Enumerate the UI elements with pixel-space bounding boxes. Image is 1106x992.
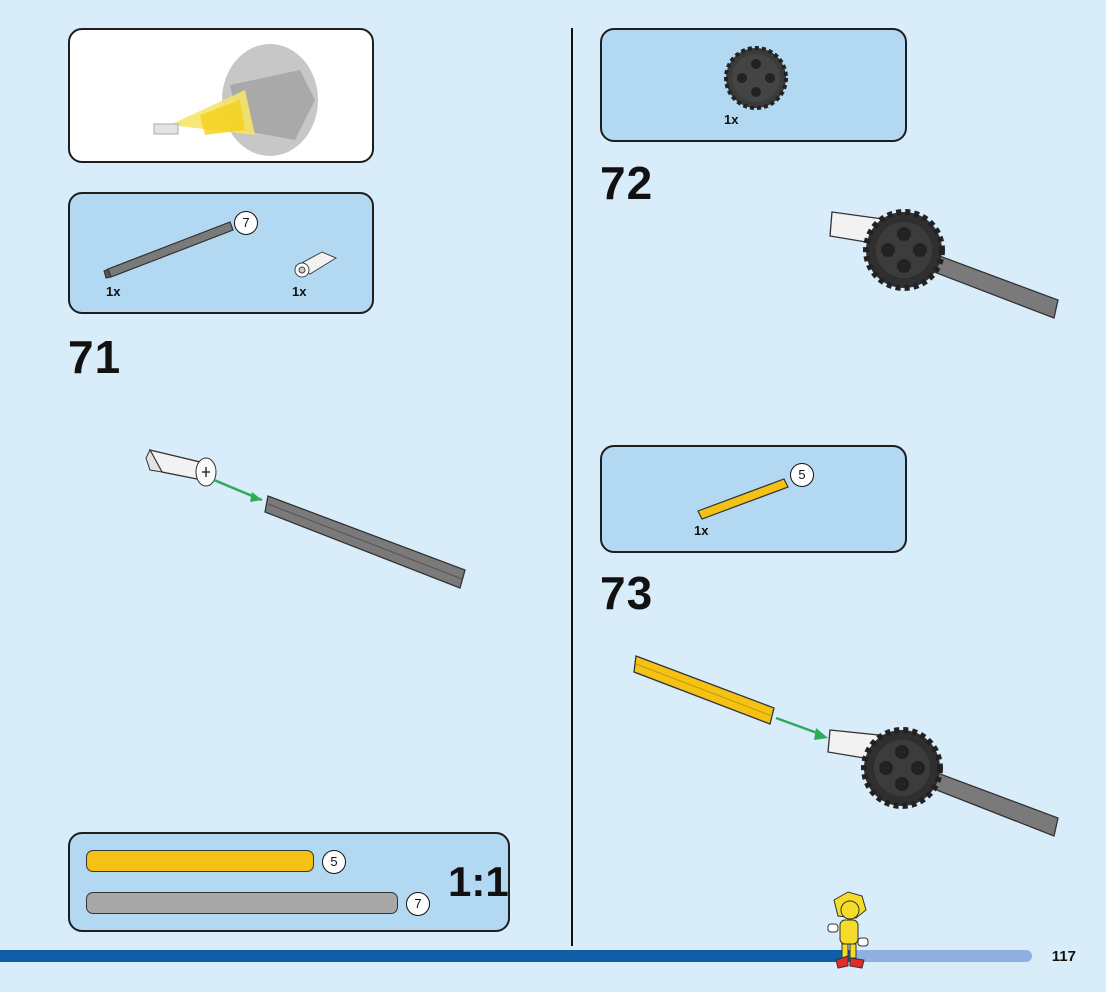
gray-ruler-length-label: 7 (406, 892, 430, 916)
gray-axle-7-part (103, 221, 234, 279)
step72-number: 72 (600, 157, 654, 209)
yellow-axle-ruler (86, 850, 314, 872)
step73-number: 73 (600, 567, 654, 619)
step73-assembly-illustration (633, 655, 1059, 837)
page-footer-bar (0, 950, 850, 962)
step71-axle-qty: 1x (106, 284, 121, 299)
step71-assembly-illustration (145, 448, 466, 589)
step71-parts-callout: 7 1x 1x (68, 192, 374, 314)
step71-axle-length-label: 7 (234, 211, 258, 235)
page-footer-bar-light (850, 950, 1032, 962)
yellow-axle-5-part (697, 478, 789, 520)
white-connector-part (294, 251, 338, 278)
submodel-preview-box (68, 28, 374, 163)
gear-part (724, 46, 788, 110)
step72-assembly-illustration (829, 209, 1059, 319)
column-divider (571, 28, 573, 946)
mascot-character-icon (827, 891, 869, 969)
white-connector-assembly (145, 448, 217, 487)
step71-connector-qty: 1x (292, 284, 307, 299)
step71-number: 71 (68, 331, 122, 383)
gray-axle-assembly (264, 495, 466, 589)
yellow-axle-assembly (633, 655, 775, 725)
page-number: 117 (1051, 948, 1076, 965)
scale-ruler-box: 5 7 1:1 (68, 832, 510, 932)
step73-axle-length-label: 5 (790, 463, 814, 487)
gray-axle-ruler (86, 892, 398, 914)
scale-ratio-label: 1:1 (448, 858, 509, 905)
step73-parts-callout: 5 1x (600, 445, 907, 553)
yellow-ruler-length-label: 5 (322, 850, 346, 874)
step73-axle-qty: 1x (694, 523, 709, 538)
submodel-preview-image (153, 44, 318, 156)
step72-parts-callout: 1x (600, 28, 907, 142)
step72-gear-qty: 1x (724, 112, 739, 127)
